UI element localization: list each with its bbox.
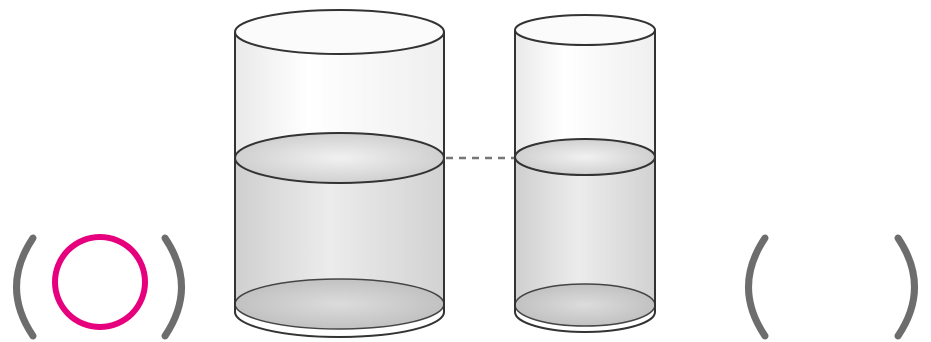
left-paren xyxy=(13,234,37,340)
narrow-cylinder xyxy=(514,14,656,333)
cylinder-bottom xyxy=(514,283,656,327)
cylinder-rim xyxy=(514,14,656,46)
left-paren xyxy=(745,234,769,340)
water-surface xyxy=(514,138,656,176)
right-paren xyxy=(161,234,185,340)
water-body xyxy=(515,157,655,326)
right-paren xyxy=(894,234,918,340)
water-surface xyxy=(234,132,445,184)
cylinder-rim xyxy=(234,9,445,55)
answer-bracket-left[interactable] xyxy=(13,234,185,340)
circle-mark-icon xyxy=(52,234,148,330)
cylinder-bottom xyxy=(234,278,445,330)
wide-cylinder xyxy=(234,9,445,338)
answer-bracket-right[interactable] xyxy=(745,234,918,340)
